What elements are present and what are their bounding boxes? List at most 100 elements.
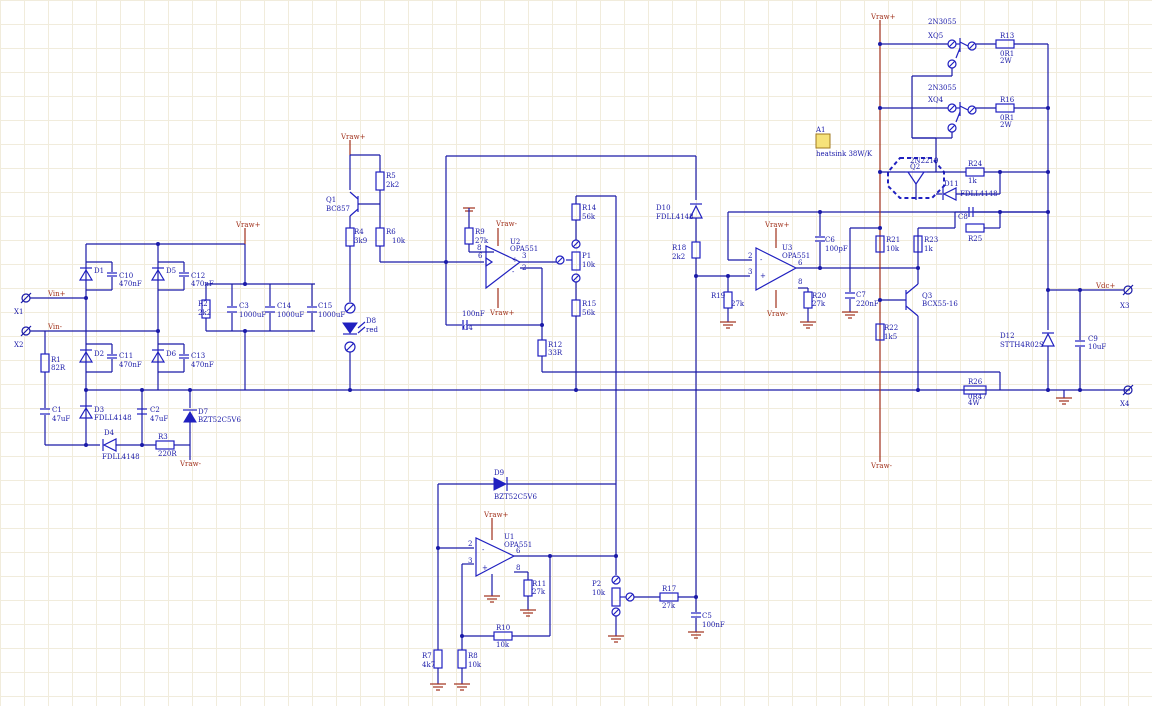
svg-text:D6: D6 — [166, 350, 177, 358]
ground-c7 — [842, 311, 858, 319]
svg-text:Q1: Q1 — [326, 196, 336, 204]
svg-text:2k2: 2k2 — [198, 309, 211, 317]
svg-text:3: 3 — [468, 557, 472, 565]
svg-text:C13: C13 — [191, 352, 205, 360]
svg-text:R14: R14 — [582, 204, 597, 212]
svg-text:D9: D9 — [494, 469, 504, 477]
svg-text:Q2: Q2 — [910, 163, 920, 171]
cap-c8: C8 — [958, 207, 974, 221]
svg-text:C7: C7 — [856, 291, 866, 299]
svg-text:FDLL4148: FDLL4148 — [102, 453, 140, 461]
resistor-r6: R6 10k — [375, 227, 406, 247]
svg-text:D11: D11 — [944, 180, 959, 188]
svg-text:100nF: 100nF — [462, 310, 485, 318]
svg-text:220nF: 220nF — [856, 300, 879, 308]
svg-text:33R: 33R — [548, 349, 563, 357]
svg-text:D4: D4 — [104, 429, 115, 437]
connector-x1[interactable]: X1 — [14, 292, 32, 316]
cap-c7: C7 220nF — [845, 291, 879, 308]
svg-text:+: + — [482, 564, 488, 572]
svg-text:R9: R9 — [475, 228, 485, 236]
svg-text:D12: D12 — [1000, 332, 1015, 340]
x2-label: X2 — [14, 341, 23, 349]
svg-text:8: 8 — [477, 244, 481, 252]
zener-d7: D7 BZT52C5V6 — [183, 408, 241, 424]
svg-text:1000uF: 1000uF — [318, 311, 345, 319]
svg-text:R24: R24 — [968, 160, 983, 168]
diode-d1: D1 — [78, 267, 104, 281]
net-vraw-plus-3: Vraw+ — [489, 309, 515, 317]
led-driver: Vraw+ Q1 BC857 R5 2k2 R6 10k R4 3k9 — [326, 133, 446, 392]
svg-text:U2: U2 — [510, 238, 520, 246]
svg-text:R2: R2 — [198, 300, 208, 308]
svg-text:3: 3 — [748, 268, 752, 276]
svg-text:6: 6 — [798, 259, 803, 267]
net-vin-plus: Vin+ — [47, 290, 66, 298]
svg-text:2k2: 2k2 — [386, 181, 399, 189]
svg-text:OPA551: OPA551 — [782, 252, 810, 260]
svg-text:X3: X3 — [1120, 302, 1129, 310]
net-vdc-plus: Vdc+ — [1095, 282, 1115, 290]
svg-text:XQ5: XQ5 — [928, 32, 943, 40]
resistor-r16: R16 0R1 2W — [995, 96, 1015, 129]
svg-text:470nF: 470nF — [191, 280, 214, 288]
connector-x3[interactable]: X3 — [1120, 284, 1134, 310]
svg-text:2W: 2W — [1000, 121, 1012, 129]
x1-label: X1 — [14, 308, 23, 316]
svg-text:10uF: 10uF — [1088, 343, 1106, 351]
svg-text:R19: R19 — [711, 292, 725, 300]
svg-text:3: 3 — [522, 252, 526, 260]
svg-text:47uF: 47uF — [150, 415, 168, 423]
svg-text:R4: R4 — [354, 228, 364, 236]
svg-text:C4: C4 — [463, 324, 473, 332]
connector-x4[interactable]: X4 — [1120, 384, 1134, 408]
svg-text:C10: C10 — [119, 272, 133, 280]
svg-text:6: 6 — [478, 252, 483, 260]
svg-text:3k9: 3k9 — [354, 237, 367, 245]
cap-c15: C15 1000uF — [307, 284, 345, 331]
svg-text:R17: R17 — [662, 585, 676, 593]
svg-text:2: 2 — [748, 252, 752, 260]
svg-text:+: + — [512, 256, 518, 264]
cap-c12: C12 470nF — [158, 261, 214, 291]
u2-section: 100nF C4 R9 27k Vraw- U2 OPA551 + - 6 3 … — [444, 155, 1001, 575]
svg-text:10k: 10k — [496, 641, 510, 649]
svg-text:OPA551: OPA551 — [504, 541, 532, 549]
svg-text:BZT52C5V6: BZT52C5V6 — [494, 493, 537, 501]
svg-text:C8: C8 — [958, 213, 968, 221]
svg-text:BZT52C5V6: BZT52C5V6 — [198, 416, 241, 424]
svg-text:D2: D2 — [94, 350, 104, 358]
svg-text:C12: C12 — [191, 272, 205, 280]
svg-text:0R1: 0R1 — [1000, 50, 1014, 58]
svg-text:47uF: 47uF — [52, 415, 70, 423]
cap-c2: C2 47uF — [137, 406, 168, 423]
svg-text:R18: R18 — [672, 244, 686, 252]
resistor-r25: R25 — [965, 223, 985, 243]
connector-x2[interactable]: X2 — [14, 325, 32, 349]
svg-text:82R: 82R — [51, 364, 66, 372]
svg-text:R23: R23 — [924, 236, 938, 244]
ground-output — [1056, 397, 1072, 405]
svg-text:8: 8 — [798, 278, 802, 286]
svg-text:U1: U1 — [504, 533, 514, 541]
svg-text:-: - — [482, 546, 485, 554]
svg-text:XQ4: XQ4 — [928, 96, 944, 104]
svg-text:R16: R16 — [1000, 96, 1015, 104]
resistor-r10: R10 10k — [493, 624, 513, 649]
svg-text:100nF: 100nF — [702, 621, 725, 629]
svg-text:R7: R7 — [422, 652, 432, 660]
ground-r8 — [454, 683, 470, 691]
svg-text:10k: 10k — [392, 237, 406, 245]
svg-text:27k: 27k — [532, 588, 546, 596]
cap-c5: C5 100nF — [691, 612, 725, 629]
diode-d6: D6 — [150, 349, 177, 363]
resistor-r13: R13 0R1 2W — [995, 32, 1015, 65]
resistor-r1: R1 82R — [40, 353, 66, 373]
resistor-r23: R23 1k — [913, 235, 938, 253]
svg-text:heatsink 38W/K: heatsink 38W/K — [816, 150, 873, 158]
resistor-r8: R8 10k — [457, 649, 482, 669]
svg-text:+: + — [760, 272, 766, 280]
ground-r19 — [720, 321, 736, 329]
